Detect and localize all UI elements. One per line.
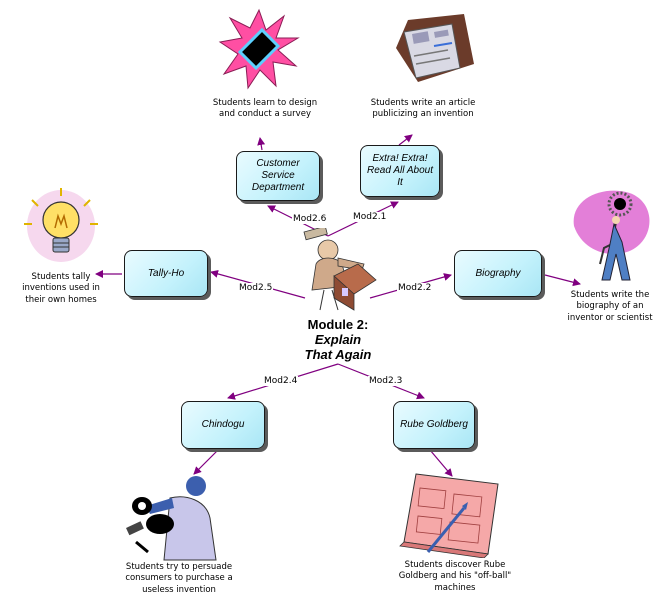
scientist-figure-icon [573,190,650,281]
caption-chindogu: Students try to persuade consumers to pu… [125,562,233,595]
connector-article [398,134,413,146]
activity-box-tally-ho[interactable]: Tally-Ho [124,250,208,297]
connector-chindogu [193,449,219,475]
activity-box-customer-service[interactable]: Customer Service Department [236,151,320,201]
activity-box-biography[interactable]: Biography [454,250,542,297]
center-module-title: Module 2: Explain That Again [304,317,372,362]
module-label-mod2-2: Mod2.2 [397,283,433,293]
module-label-mod2-6: Mod2.6 [292,214,328,224]
caption-survey: Students learn to design and conduct a s… [212,98,318,120]
module-label-mod2-4: Mod2.4 [263,376,299,386]
lightbulb-icon [24,188,98,262]
starburst-survey-icon [218,8,300,90]
caption-article: Students write an article publicizing an… [370,98,476,120]
connector-rube [429,449,453,477]
module-label-mod2-1: Mod2.1 [352,212,388,222]
module-label-mod2-3: Mod2.3 [368,376,404,386]
caption-rube: Students discover Rube Goldberg and his … [398,560,512,593]
inventor-desk-icon [303,228,377,311]
blueprint-icon [399,473,499,558]
activity-box-rube-goldberg[interactable]: Rube Goldberg [393,401,475,449]
connector-survey [257,137,266,151]
caption-tally: Students tally inventions used in their … [22,272,100,305]
newspaper-icon [396,14,474,82]
inventor-with-gadget-icon [126,476,217,561]
activity-box-extra-extra[interactable]: Extra! Extra! Read All About It [360,145,440,197]
connector-biography [544,274,581,287]
activity-box-chindogu[interactable]: Chindogu [181,401,265,449]
module-label-mod2-5: Mod2.5 [238,283,274,293]
caption-biography: Students write the biography of an inven… [567,290,653,323]
